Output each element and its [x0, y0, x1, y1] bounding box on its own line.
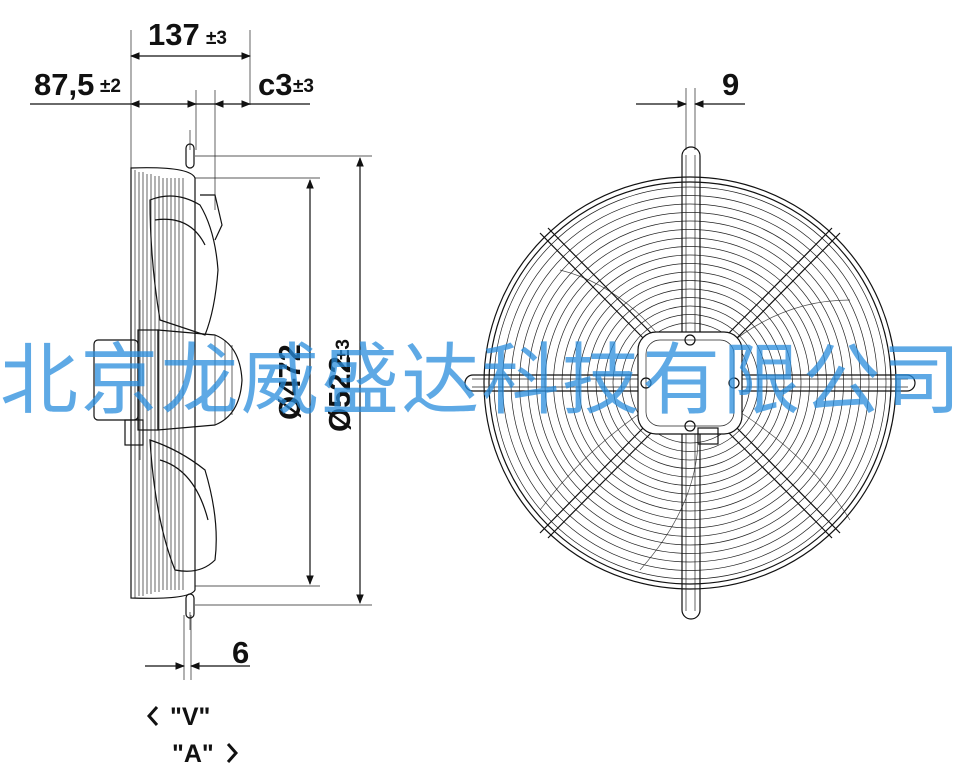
dim-137-tol: ±3: [206, 28, 227, 49]
guard-ring: [510, 203, 870, 563]
dim-6: 6: [232, 635, 249, 670]
guard-ring: [621, 314, 759, 452]
guard-ring: [536, 229, 844, 537]
chevron-right-icon: [226, 743, 239, 763]
guard-ring: [561, 254, 819, 512]
dim-d472: Ø472: [272, 344, 307, 420]
guard-ring: [612, 305, 768, 461]
side-dimension-labels: 137 ±3 87,5 ±2 c3 ±3 6 Ø472 Ø522 ±3: [34, 17, 357, 670]
dim-c3-tol: ±3: [293, 76, 314, 97]
guard-ring: [578, 271, 802, 495]
guard-ring: [570, 263, 810, 503]
guard-ring: [587, 280, 793, 486]
guard-ring: [595, 288, 785, 478]
side-view: [30, 30, 372, 680]
guard-ring: [527, 220, 853, 546]
guard-ring: [629, 322, 751, 444]
dim-9: 9: [722, 67, 739, 102]
guard-ring: [553, 246, 827, 520]
guard-ring: [493, 186, 887, 580]
dim-87-5-tol: ±2: [100, 76, 121, 97]
marker-a: "A": [172, 740, 214, 768]
guard-ring: [519, 212, 861, 554]
dim-87-5: 87,5: [34, 67, 94, 102]
guard-ring: [544, 237, 836, 529]
guard-ring: [604, 297, 776, 469]
dim-d522-tol: ±3: [333, 339, 354, 360]
front-view: 9: [464, 67, 916, 620]
marker-v: "V": [170, 703, 210, 731]
chevron-left-icon: [146, 706, 159, 726]
dim-d522: Ø522: [322, 356, 357, 432]
dim-137: 137: [148, 17, 200, 52]
flow-markers: "V" "A": [146, 703, 239, 768]
guard-ring: [502, 195, 878, 571]
dim-c3: c3: [258, 67, 292, 102]
